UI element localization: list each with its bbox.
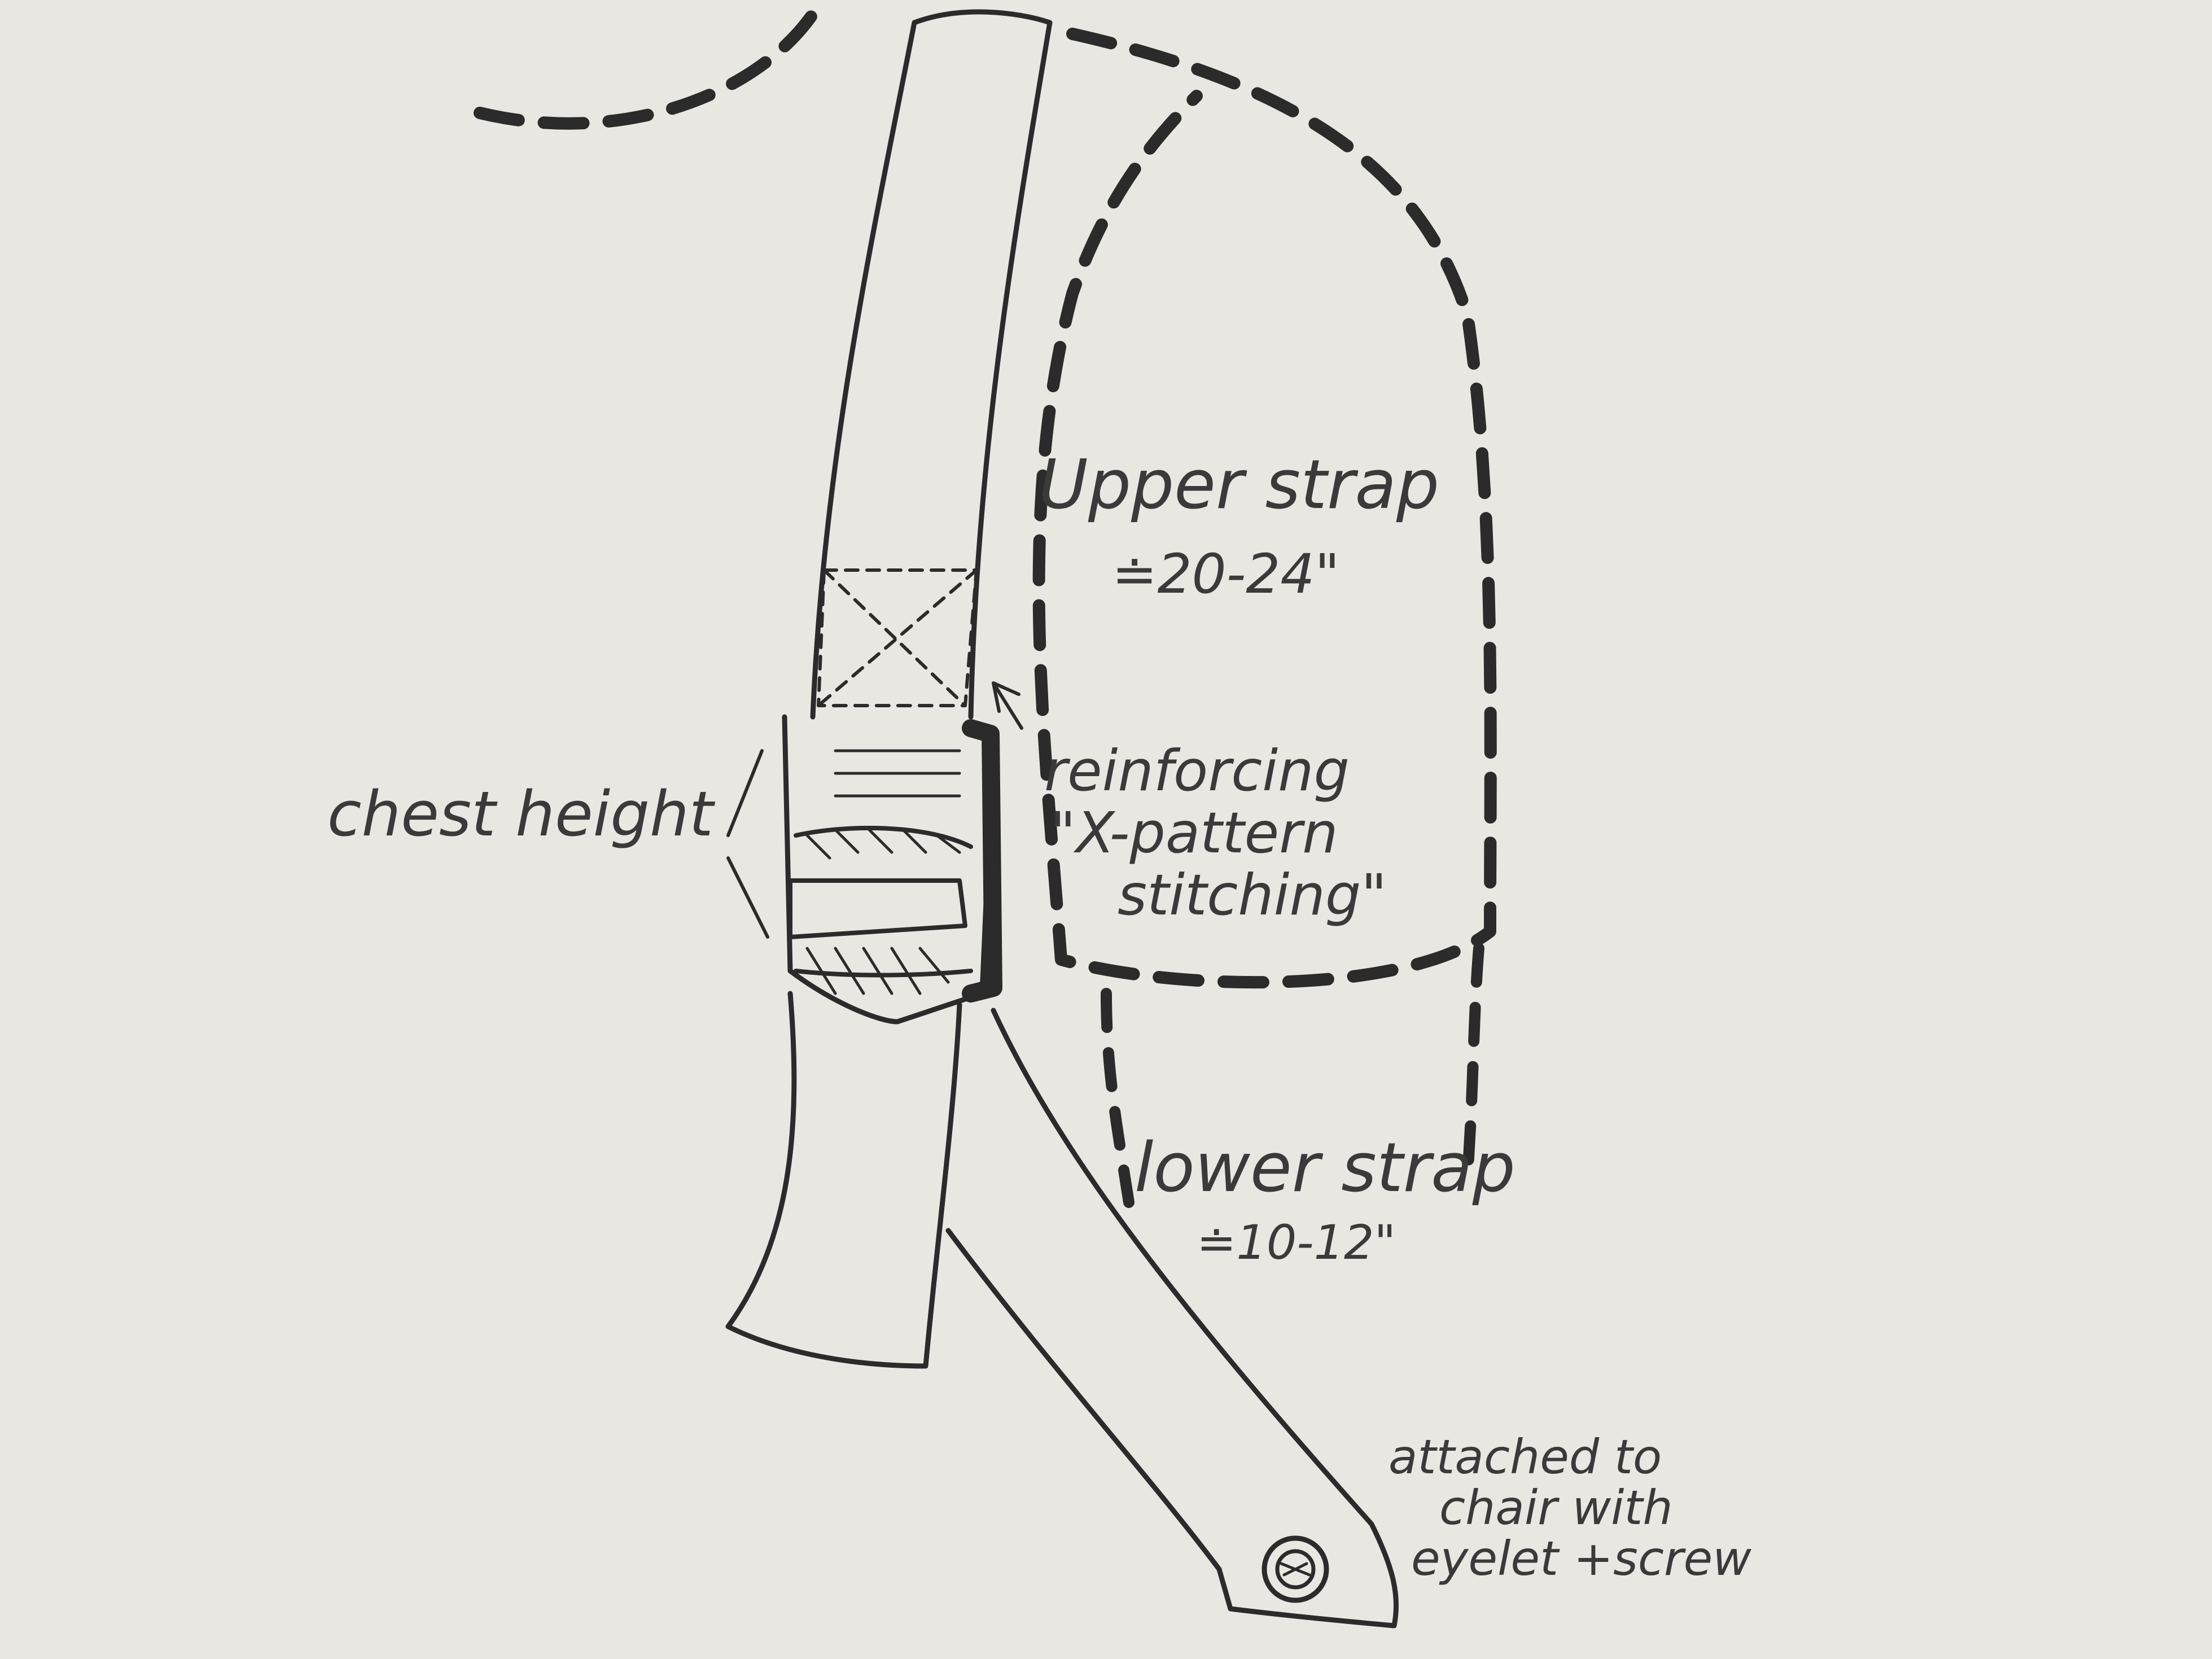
- chest-height-leader-lines: [726, 749, 769, 939]
- upper-strap-label: Upper strap: [1039, 446, 1439, 524]
- reinforcing-label-line3: stitching": [1118, 862, 1387, 928]
- attached-label-line3: eyelet +screw: [1411, 1531, 1751, 1586]
- upper-strap-dashed-loop: [474, 0, 1497, 989]
- eyelet-screw-icon: [1262, 1535, 1329, 1603]
- x-pattern-stitching: [817, 568, 978, 707]
- lower-strap-label: lower strap: [1135, 1129, 1515, 1207]
- reinforcing-label-line2: "X-pattern: [1050, 800, 1338, 866]
- lower-strap-outline: [945, 1008, 1399, 1629]
- reinforcing-arrow: [992, 681, 1023, 730]
- lower-strap-dashed-loop: [1101, 943, 1484, 1208]
- main-strap-outline: [725, 9, 1053, 1369]
- upper-strap-length: ≐20-24": [1112, 542, 1340, 606]
- attached-label-line1: attached to: [1388, 1429, 1662, 1485]
- chest-height-label: chest height: [327, 778, 716, 850]
- attached-label-line2: chair with: [1439, 1480, 1673, 1535]
- buckle: [782, 714, 1002, 1025]
- reinforcing-label-line1: reinforcing: [1044, 738, 1350, 804]
- lower-strap-length: ≐10-12": [1197, 1215, 1396, 1270]
